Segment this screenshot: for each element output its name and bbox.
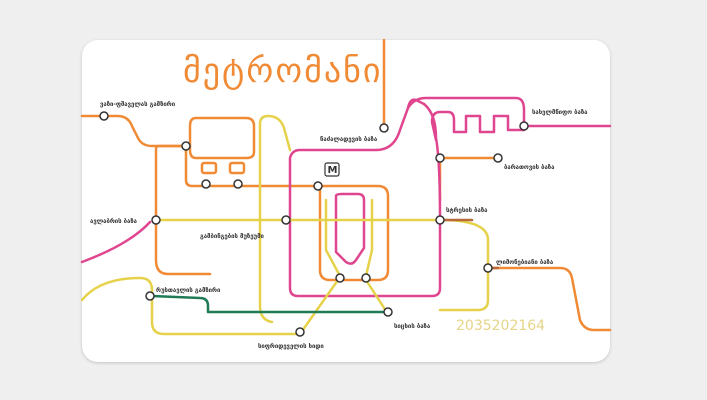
station-dot: [145, 291, 155, 301]
magenta-center: [334, 192, 366, 265]
station-dot: [379, 123, 389, 133]
station-dot: [383, 307, 393, 317]
station-dot: [181, 141, 191, 151]
orange-small-box-1: [200, 161, 218, 175]
station-label: ვაზი-ფშაველას გამზირი: [100, 101, 176, 108]
yellow-line-vertical: [258, 114, 274, 324]
station-dot: [281, 215, 291, 225]
station-dot: [335, 273, 345, 283]
station-label: ბარათოვის ბაზა: [504, 164, 555, 171]
station-label: ავლაბრის ბაზა: [90, 218, 138, 225]
station-dot: [151, 215, 161, 225]
orange-small-box-2: [228, 161, 246, 175]
card-title: მეტრომანი: [183, 51, 382, 91]
station-label: სახელმწიფო ბაზა: [532, 109, 588, 116]
station-label: სტრესის ბაზა: [446, 207, 488, 214]
magenta-upper-loop: [406, 96, 612, 128]
station-label: სიფრიდეველის ხიდი: [258, 343, 324, 350]
brown-line: [438, 218, 500, 270]
station-dot: [493, 153, 503, 163]
yellow-center: [324, 198, 374, 278]
metro-card: [82, 40, 610, 362]
svg-text:M: M: [328, 165, 338, 176]
station-label: რუსთავლის გამზირი: [156, 287, 221, 294]
green-line: [150, 294, 390, 314]
orange-right-line: [438, 154, 612, 332]
station-dot: [361, 273, 371, 283]
magenta-wavy: [430, 110, 526, 142]
station-label: ლიმონებიანი ბაზა: [496, 259, 554, 266]
station-dot: [99, 111, 109, 121]
station-dot: [483, 263, 493, 273]
metro-logo-icon: M: [324, 162, 340, 177]
orange-box: [188, 116, 256, 160]
yellow-line-lower-loop: [80, 276, 302, 336]
yellow-diagonal: [298, 278, 390, 336]
yellow-top-curve: [266, 114, 292, 152]
station-dot: [435, 153, 445, 163]
station-label: გამბინგების მუზეუმი: [200, 233, 265, 240]
orange-line-left: [80, 114, 320, 188]
station-dot: [435, 215, 445, 225]
station-dot: [201, 179, 211, 189]
station-dot: [313, 181, 323, 191]
orange-line-bus: [154, 144, 212, 276]
station-dot: [233, 179, 243, 189]
station-dot: [295, 327, 305, 337]
orange-center-box: [318, 184, 390, 282]
card-serial-number: 2035202164: [456, 318, 545, 334]
station-label: სიცხის ბაზა: [394, 323, 431, 330]
station-label: ნაძალადევის ბაზა: [320, 136, 378, 143]
station-dot: [519, 121, 529, 131]
